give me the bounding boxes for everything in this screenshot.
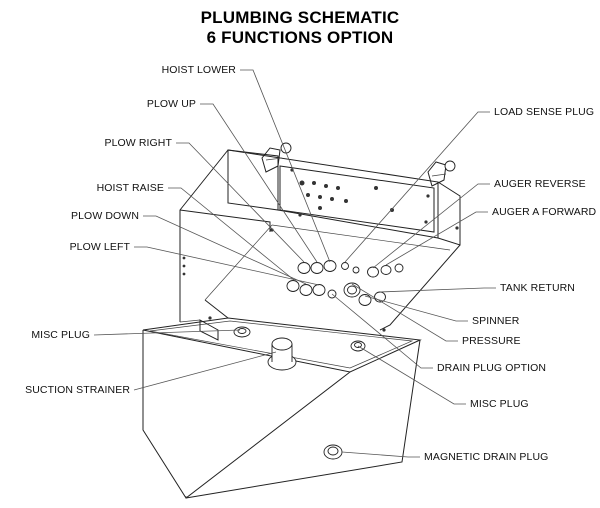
diagram-title-line-1: PLUMBING SCHEMATIC: [200, 8, 400, 27]
latch-right: [427, 160, 456, 187]
label-plow-right: PLOW RIGHT: [104, 137, 172, 149]
leader-lines: [93, 69, 496, 458]
label-drain-plug-option: DRAIN PLUG OPTION: [437, 362, 546, 374]
label-auger-a-forward: AUGER A FORWARD: [492, 206, 596, 218]
label-plow-left: PLOW LEFT: [70, 241, 131, 253]
label-load-sense-plug: LOAD SENSE PLUG: [494, 106, 594, 118]
label-plow-up: PLOW UP: [147, 98, 196, 110]
magnetic-drain-plug-fitting: [323, 444, 343, 460]
label-magnetic-drain-plug: MAGNETIC DRAIN PLUG: [424, 451, 548, 463]
diagram-title-line-2: 6 FUNCTIONS OPTION: [206, 28, 394, 47]
misc-plug-fitting-left: [233, 326, 251, 338]
label-pressure: PRESSURE: [462, 335, 521, 347]
rear-plate-holes: [182, 168, 459, 332]
label-plow-down: PLOW DOWN: [71, 210, 139, 222]
suction-strainer-fitting: [267, 337, 297, 371]
label-auger-reverse: AUGER REVERSE: [494, 178, 586, 190]
label-hoist-raise: HOIST RAISE: [97, 182, 164, 194]
label-misc-plug-right: MISC PLUG: [470, 398, 529, 410]
valve-housing: [179, 149, 461, 341]
label-spinner: SPINNER: [472, 315, 520, 327]
label-hoist-lower: HOIST LOWER: [162, 64, 237, 76]
label-misc-plug-left: MISC PLUG: [31, 329, 90, 341]
label-tank-return: TANK RETURN: [500, 282, 575, 294]
label-suction-strainer: SUCTION STRAINER: [25, 384, 130, 396]
